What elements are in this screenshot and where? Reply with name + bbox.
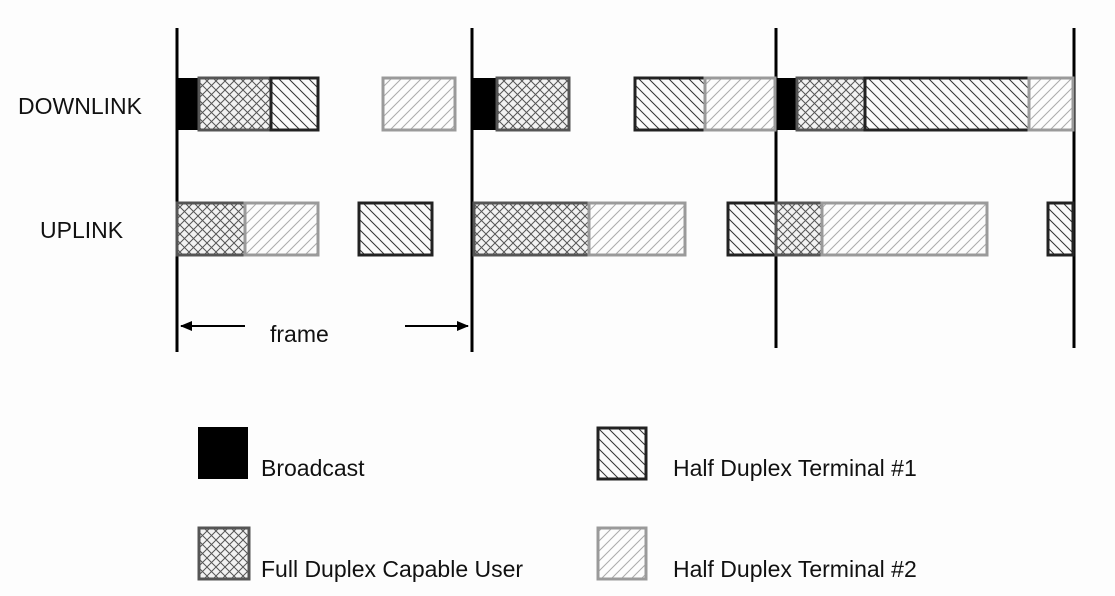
legend-label-hd2: Half Duplex Terminal #2 xyxy=(673,556,917,582)
legend-swatch-full xyxy=(197,526,251,581)
half-duplex-2-slot xyxy=(820,201,989,257)
half-duplex-1-slot xyxy=(357,201,434,257)
half-duplex-1-slot xyxy=(1046,201,1075,257)
full-duplex-slot xyxy=(495,76,571,132)
legend-label-broadcast: Broadcast xyxy=(261,455,365,481)
half-duplex-2-slot xyxy=(587,201,687,257)
uplink-row-label: UPLINK xyxy=(40,217,124,243)
full-duplex-slot xyxy=(774,201,824,257)
frame-label: frame xyxy=(270,321,329,347)
broadcast-slot xyxy=(473,78,497,130)
half-duplex-1-slot xyxy=(863,76,1031,132)
half-duplex-1-slot xyxy=(269,76,320,132)
broadcast-slot xyxy=(777,78,797,130)
full-duplex-slot xyxy=(197,76,273,132)
legend-label-hd1: Half Duplex Terminal #1 xyxy=(673,455,917,481)
downlink-slots xyxy=(177,76,1075,132)
half-duplex-2-slot xyxy=(1027,76,1075,132)
half-duplex-1-slot xyxy=(633,76,707,132)
legend-swatch-broadcast xyxy=(198,427,248,479)
legend-swatch-hd2 xyxy=(596,526,648,581)
half-duplex-2-slot xyxy=(703,76,777,132)
legend-label-full: Full Duplex Capable User xyxy=(261,556,523,582)
full-duplex-slot xyxy=(795,76,867,132)
downlink-row-label: DOWNLINK xyxy=(18,93,143,119)
half-duplex-2-slot xyxy=(243,201,320,257)
full-duplex-slot xyxy=(472,201,591,257)
legend-swatch-hd1 xyxy=(596,426,648,481)
uplink-slots xyxy=(175,201,1075,257)
half-duplex-2-slot xyxy=(381,76,457,132)
full-duplex-slot xyxy=(175,201,247,257)
legend: Broadcast Half Duplex Terminal #1 Full D… xyxy=(197,426,917,582)
half-duplex-1-slot xyxy=(726,201,778,257)
broadcast-slot xyxy=(177,78,199,130)
